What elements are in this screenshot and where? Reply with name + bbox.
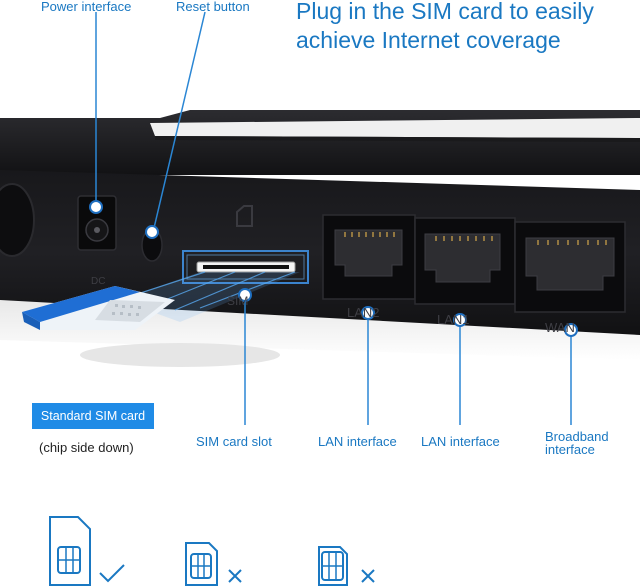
nano-sim-icon xyxy=(318,546,375,586)
power-interface-label: Power interface xyxy=(41,0,132,14)
dc-port-label: DC xyxy=(91,276,106,287)
sim-slot-highlight xyxy=(182,250,309,284)
broadband-label-line-2: interface xyxy=(545,442,595,457)
router-label-strip xyxy=(150,118,640,138)
broadband-interface-label: Broadband interface xyxy=(545,430,609,456)
lan-interface-label-2: LAN interface xyxy=(421,434,500,449)
sim-port-label: SIM xyxy=(227,294,249,308)
cross-icon xyxy=(228,569,242,583)
lan2-callout-dot xyxy=(361,306,375,320)
micro-sim-icon xyxy=(185,542,242,586)
lan2-port-label: LAN2 xyxy=(347,305,380,320)
wan-callout-dot xyxy=(564,323,578,337)
broadband-label-line-1: Broadband xyxy=(545,429,609,444)
headline-line-1: Plug in the SIM card to easily xyxy=(296,0,594,24)
reset-callout-dot xyxy=(145,225,159,239)
cross-icon xyxy=(361,569,375,583)
lan-interface-label-1: LAN interface xyxy=(318,434,397,449)
power-callout-dot xyxy=(89,200,103,214)
chip-side-down-note: (chip side down) xyxy=(39,440,134,455)
lan1-port-label: LAN1 xyxy=(437,312,470,327)
sim-card-slot-label: SIM card slot xyxy=(196,434,272,449)
standard-sim-card-badge: Standard SIM card xyxy=(32,403,154,429)
reset-button-label: Reset button xyxy=(176,0,250,14)
check-icon xyxy=(99,564,125,583)
sim-callout-dot xyxy=(238,288,252,302)
headline-line-2: achieve Internet coverage xyxy=(296,27,561,53)
standard-sim-icon xyxy=(49,516,125,586)
antenna-base xyxy=(0,183,35,257)
wan-port-label: WAN xyxy=(545,320,575,335)
headline: Plug in the SIM card to easily achieve I… xyxy=(296,0,640,55)
lan1-callout-dot xyxy=(453,313,467,327)
